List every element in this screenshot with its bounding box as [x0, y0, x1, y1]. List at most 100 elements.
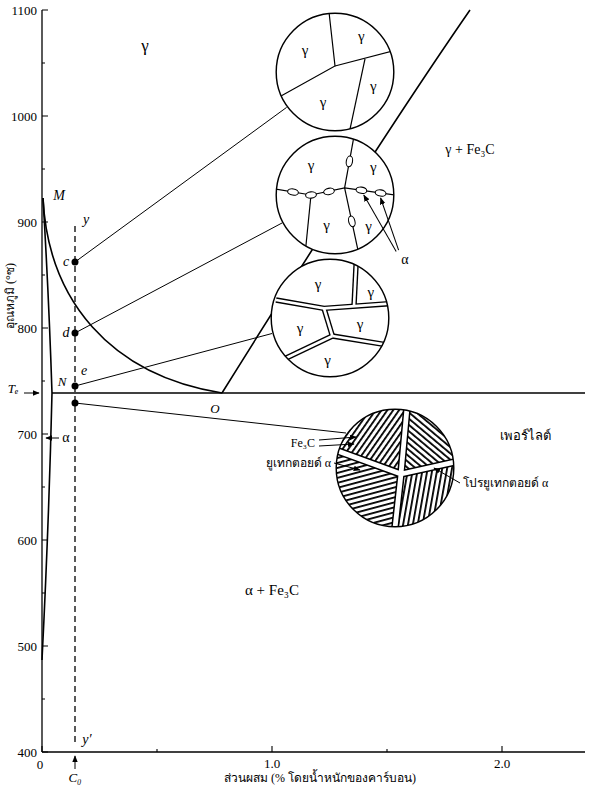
micrograph-ground [276, 136, 394, 254]
grain-boundary [349, 59, 365, 132]
point-label: y′ [81, 733, 92, 747]
phase-symbol: γ [297, 320, 304, 335]
micrograph-drawing [275, 12, 395, 132]
axis-tick-label: 1.0 [263, 757, 281, 770]
state-points [72, 259, 79, 407]
state-point [72, 400, 79, 407]
a3-alpha-line [43, 198, 52, 393]
point-label: d [62, 326, 71, 340]
point-label: y [82, 213, 90, 227]
microstructure-circle: γ γ γ γ [275, 135, 395, 255]
phase-region-label: α [61, 431, 70, 445]
microstructure-circle: γγγγγ [270, 258, 390, 378]
microstructure-circle: γ γ γ γ [275, 12, 395, 132]
grain-boundary [335, 50, 395, 66]
pointer-arrow [75, 756, 76, 769]
callout-arrow [319, 437, 356, 440]
callout-label: Fe₃C [290, 437, 316, 449]
ferrite-grain [305, 191, 316, 198]
callout-arrow [434, 468, 460, 483]
ferrite-boundary [324, 308, 332, 336]
micrograph-ground [271, 259, 389, 377]
point-label: C₀ [67, 771, 82, 784]
pointer-arrow [24, 393, 39, 394]
ferrite-grain [287, 188, 299, 196]
callout-label: โปรยูเทกตอยด์ α [462, 477, 549, 489]
grain-boundaries [275, 135, 395, 255]
callout-label: α [400, 253, 409, 267]
grain-boundaries [276, 258, 390, 360]
point-label: c [62, 255, 70, 269]
x-axis [42, 751, 585, 752]
axis-tick-label: 800 [17, 322, 39, 335]
composition-line [74, 226, 75, 742]
ferrite-boundary [276, 300, 390, 308]
callout-arrow [319, 444, 354, 446]
micrograph-drawing [275, 135, 395, 255]
ferrite-boundary [324, 308, 332, 336]
point-label: N [57, 375, 68, 388]
leader-line [75, 334, 272, 387]
phase-symbol: γ [324, 353, 331, 368]
leader-line [75, 223, 282, 333]
micrograph-callout-arrows [319, 437, 460, 483]
ferrite-grain [375, 189, 387, 197]
phase-symbol: γ [323, 218, 330, 233]
phase-symbol: γ [370, 79, 377, 94]
phase-region-label: γ [140, 37, 150, 54]
point-label: e [80, 364, 88, 378]
state-point [72, 330, 79, 337]
phase-symbol: γ [370, 160, 377, 175]
axis-title: ส่วนผสม (% โดยน้ำหนักของคาร์บอน) [223, 772, 417, 784]
axis-tick-label: 500 [17, 640, 39, 653]
ferrite-boundary [332, 336, 384, 344]
acm-line [222, 10, 470, 393]
axis-tick-label: 1000 [10, 110, 38, 123]
state-point [72, 259, 79, 266]
proeutectoid-ferrite [335, 408, 455, 528]
axes [42, 10, 585, 752]
phase-symbol: γ [308, 158, 315, 173]
axis-tick-label: 900 [17, 216, 39, 229]
phase-region-label: γ + Fe₃C [444, 143, 495, 157]
proeutectoid-ferrite [335, 408, 455, 528]
ferrite-grain [356, 186, 368, 194]
x-ticks [42, 746, 502, 752]
ferrite-grain [323, 187, 335, 195]
ferrite-grain [347, 215, 356, 227]
axis-tick-label: 1100 [10, 4, 38, 17]
pearlite-grains [335, 408, 455, 528]
micrograph-outline [271, 259, 389, 377]
point-label: M [52, 189, 66, 203]
micrograph-outline [276, 136, 394, 254]
axis-tick-label: 600 [17, 534, 39, 547]
phase-symbol: γ [358, 29, 365, 44]
phase-region-label: α + Fe₃C [244, 583, 300, 598]
phase-symbol: γ [320, 95, 327, 110]
phase-symbol: γ [302, 43, 309, 58]
phase-boundaries [42, 10, 585, 660]
phase-symbol: γ [357, 317, 364, 332]
callout-arrow [364, 195, 396, 251]
ferrite-grain [345, 156, 353, 168]
grain-boundary [345, 135, 355, 188]
grain-boundary [281, 12, 335, 96]
callout-arrow [334, 463, 360, 470]
state-point [72, 383, 79, 390]
pointer-arrow [46, 438, 59, 439]
leader-line [75, 107, 287, 262]
micrograph-ground [276, 13, 394, 131]
grain-boundary [345, 188, 359, 255]
pointer-arrows [24, 393, 75, 769]
alpha-solvus [42, 393, 52, 660]
point-label: O [209, 402, 220, 415]
axis-title: อุณหภูมิ (°ซ) [4, 262, 16, 330]
point-label: Tₑ [7, 382, 20, 395]
axis-tick-label: 0 [36, 758, 45, 771]
phase-region-label: เพอร์ไลต์ [499, 429, 552, 442]
phase-symbol: γ [365, 219, 372, 234]
